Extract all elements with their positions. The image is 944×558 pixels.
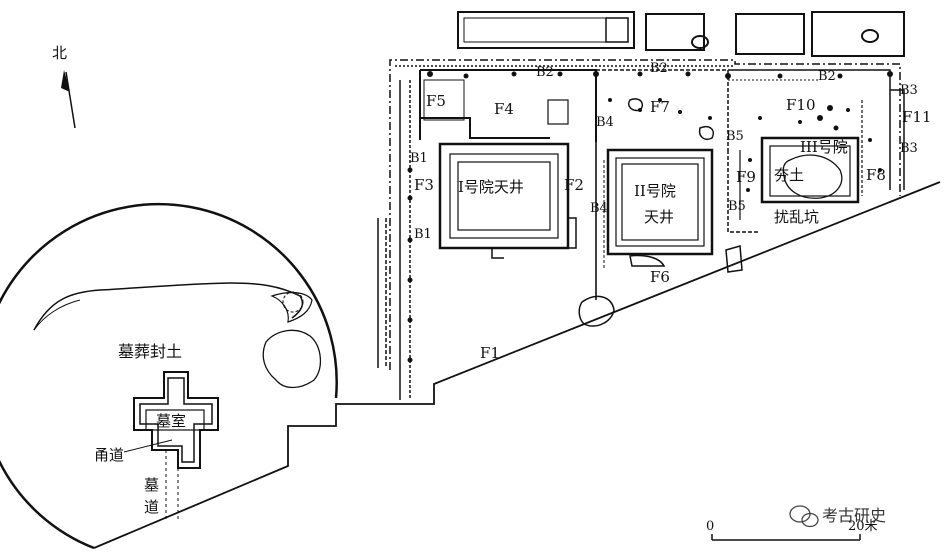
west-corridor [377,80,411,400]
tomb-passage-label: 甬道 [94,446,124,464]
mound-marker [282,291,304,313]
label-b1-lower: B1 [414,227,432,242]
north-arrow-head [61,70,70,92]
label-courtyard-1: I号院天井 [458,178,524,196]
north-rooms [419,69,891,190]
label-b5-lower: B5 [728,199,746,214]
wechat-icon [789,505,819,528]
label-b3-upper: B3 [900,83,918,98]
label-courtyard-2-line1: II号院 [634,182,676,200]
tomb-chamber-label: 墓室 [156,412,186,430]
tomb-mound-outline [0,202,338,550]
label-disturbed-pit: 扰乱坑 [774,208,819,226]
tomb-ramp-label-2: 道 [144,498,159,516]
label-f5: F5 [426,92,446,110]
room-labels: F1 F2 F3 F4 F5 F6 F7 F8 F9 F10 F11 [414,92,932,362]
label-f6: F6 [650,268,670,286]
tomb-mound-label: 墓葬封土 [118,342,182,361]
label-b3-lower: B3 [900,141,918,156]
label-f3: F3 [414,176,434,194]
label-courtyard-3: III号院 [800,138,848,156]
label-f4: F4 [494,100,514,118]
label-f2: F2 [564,176,584,194]
scale-zero: 0 [706,519,714,534]
tomb-chamber: 墓室 甬道 墓 道 [94,371,219,520]
watermark-text: 考古研史 [822,506,886,525]
watermark: 考古研史 [789,505,886,528]
label-b4-upper: B4 [596,115,614,130]
scale-bar: 0 20米 [706,519,878,541]
tomb-ramp-label-1: 墓 [144,476,159,494]
tomb-mound: 墓葬封土 [0,202,338,550]
label-f10: F10 [786,96,816,114]
label-rammed-earth: 夯土 [774,166,804,184]
label-b1-upper: B1 [410,151,428,166]
courtyard-3 [727,89,905,233]
boundary-labels: B1 B1 B2 B2 B2 B3 B3 B4 B4 B5 B5 [410,61,918,242]
post-holes [407,71,893,363]
label-b5-upper: B5 [726,129,744,144]
label-b2-mid: B2 [650,61,668,76]
outer-enclosure [389,59,901,370]
north-wall-blocks [457,11,905,57]
label-b2-right: B2 [818,69,836,84]
north-arrow: 北 [52,44,76,129]
label-b4-lower: B4 [590,201,608,216]
north-arrow-shaft [65,71,76,129]
label-courtyard-2-line2: 天井 [644,208,674,226]
label-f1: F1 [480,344,500,362]
excavation-boundary [93,181,941,549]
mound-inner-edge-2 [33,299,81,331]
north-label: 北 [52,44,67,62]
mound-inner-edge [33,282,304,331]
label-f11: F11 [902,108,932,126]
courtyard-2 [595,140,714,300]
label-f7: F7 [650,98,670,116]
courtyard-1 [438,142,577,259]
mound-pit [262,329,321,389]
scale-end: 20米 [848,519,878,534]
label-f9: F9 [736,168,756,186]
south-features [578,98,743,327]
label-b2-left: B2 [536,65,554,80]
label-f8: F8 [866,166,886,184]
courtyard-labels: I号院天井 II号院 天井 III号院 夯土 扰乱坑 [458,138,848,226]
